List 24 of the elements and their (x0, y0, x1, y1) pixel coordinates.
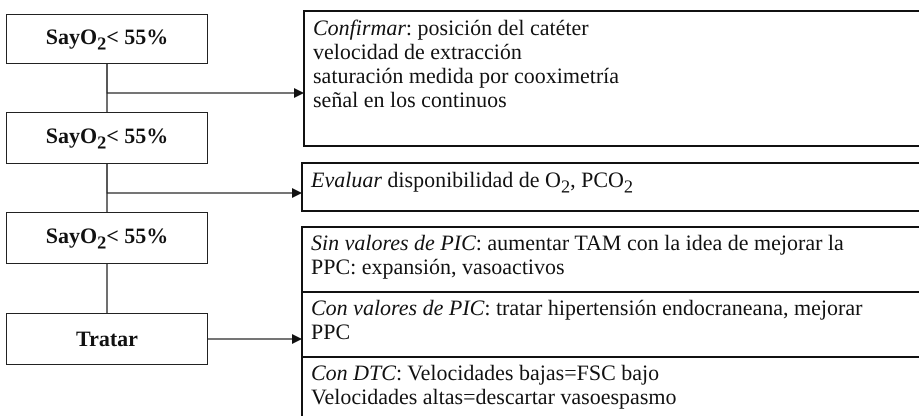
note-box (301, 226, 919, 416)
box-label: SayO$_{2}$< 55% (46, 24, 168, 54)
note-text: Confirmar: posición del catéter (313, 16, 590, 40)
box-label: SayO$_{2}$< 55% (46, 122, 168, 154)
note-text: Con valores de PIC: tratar hipertensión endocraneana, mejorar PPC (311, 296, 864, 344)
arrow (106, 164, 302, 198)
process-box (6, 112, 208, 164)
note-text: Sin valores de PIC: aumentar TAM con la idea de mejorar la PPC: expansión, vasoactivos (311, 231, 845, 279)
box-label: SayO$_{2}$< 55% (46, 222, 168, 254)
arrow (106, 64, 304, 98)
note-box (301, 162, 919, 212)
box-label: Tratar (76, 326, 138, 352)
note-box (303, 10, 919, 147)
note-text: velocidad de extracción (313, 40, 523, 64)
arrow (208, 334, 302, 344)
process-box (6, 313, 208, 365)
note-text: señal en los continuos (313, 88, 507, 112)
note-text: Con DTC: Velocidades bajas=FSC bajo (311, 361, 660, 385)
process-box (6, 212, 208, 264)
connector-line (106, 264, 108, 313)
process-box (6, 14, 208, 64)
note-text: Velocidades altas=descartar vasoespasmo (311, 385, 678, 409)
note-text: Evaluar disponibilidad de O$_{2}$, PCO$_{2}$ (311, 168, 634, 198)
note-text: saturación medida por cooximetría (313, 64, 620, 88)
